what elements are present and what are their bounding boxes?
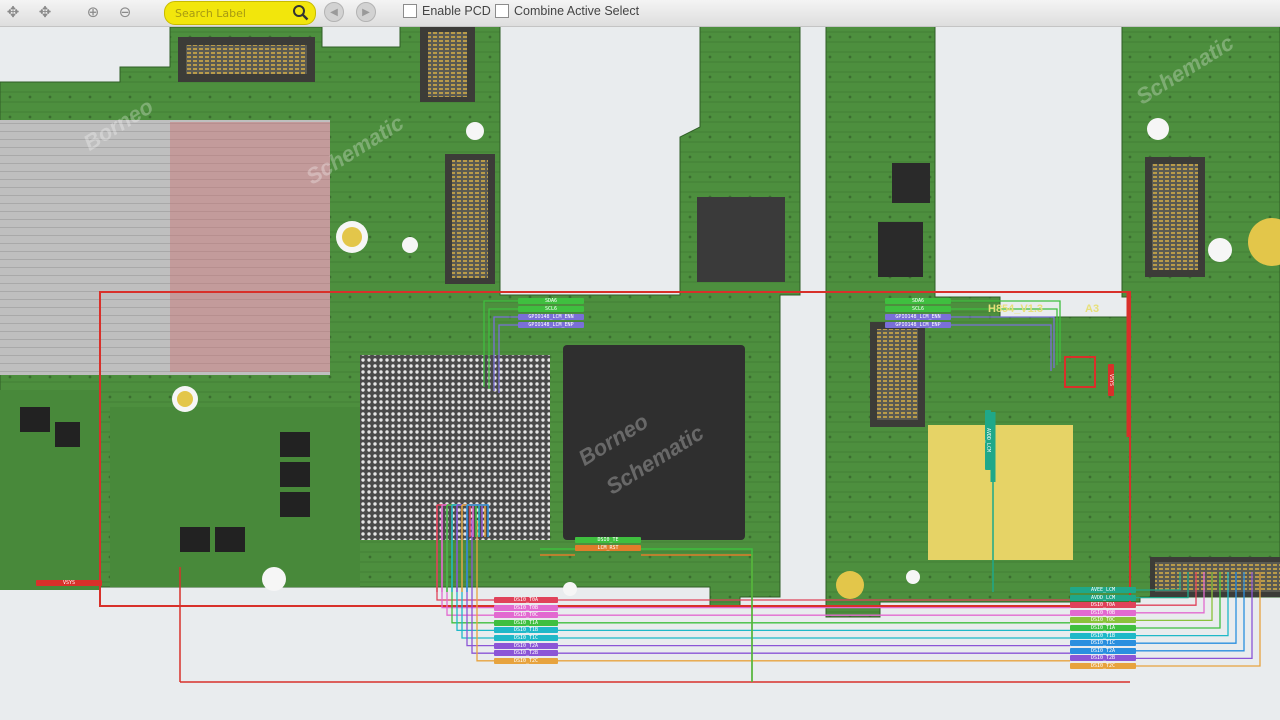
net-tag[interactable]: DSI0_T2C bbox=[494, 657, 558, 664]
net-route bbox=[1136, 572, 1181, 591]
chevron-left-icon: ◀ bbox=[330, 6, 338, 18]
net-tag-vsys[interactable]: VSYS bbox=[1108, 364, 1114, 396]
pcb-viewer-canvas[interactable]: H854_V1.3 A3 Borneo Schematic Borneo Sch… bbox=[0, 27, 1280, 720]
zoom-in-icon[interactable]: ⊕ bbox=[86, 3, 100, 21]
net-tag[interactable]: GPIO148_LCM_ENN bbox=[518, 314, 584, 320]
net-route bbox=[951, 308, 1058, 365]
net-route bbox=[1136, 572, 1229, 637]
chevron-right-icon: ▶ bbox=[362, 6, 370, 18]
sim-tray-shield bbox=[0, 120, 330, 375]
net-route bbox=[951, 300, 1061, 362]
enable-pcd-checkbox[interactable]: Enable PCD bbox=[403, 4, 491, 18]
search-label-field[interactable] bbox=[164, 1, 316, 25]
net-route bbox=[1136, 572, 1253, 660]
pcb-board-view[interactable] bbox=[0, 27, 1280, 720]
combine-active-select-label: Combine Active Select bbox=[514, 4, 640, 18]
net-tag[interactable]: DSI0_T1B bbox=[1070, 632, 1136, 639]
net-tag[interactable]: DSI0_T2A bbox=[1070, 647, 1136, 654]
net-route bbox=[951, 316, 1055, 368]
net-route bbox=[540, 548, 753, 682]
net-route bbox=[1136, 572, 1197, 606]
net-tag[interactable]: DSI0_T1C bbox=[1070, 640, 1136, 647]
pan-icon[interactable]: ✥ bbox=[6, 3, 20, 21]
net-tag[interactable]: DSI0_T2C bbox=[1070, 663, 1136, 669]
net-route bbox=[1136, 572, 1261, 667]
net-tag[interactable]: DSI0_TE bbox=[575, 537, 641, 543]
net-highlight-box bbox=[99, 291, 1131, 607]
net-route bbox=[1136, 572, 1213, 622]
net-tag-avdd[interactable]: AVDD_LCM bbox=[985, 410, 991, 470]
net-tag[interactable]: DSI0_T0A bbox=[494, 597, 558, 603]
net-tag[interactable]: GPIO148_LCM_ENP bbox=[885, 322, 951, 328]
net-route bbox=[1136, 572, 1189, 599]
net-route bbox=[1136, 572, 1237, 644]
net-tag[interactable]: DSI0_T2B bbox=[494, 650, 558, 657]
checkbox-box[interactable] bbox=[495, 4, 509, 18]
net-tag[interactable]: SDA6 bbox=[885, 298, 951, 304]
enable-pcd-label: Enable PCD bbox=[422, 4, 491, 18]
net-tag[interactable]: DSI0_T2B bbox=[1070, 655, 1136, 662]
search-input[interactable] bbox=[173, 4, 295, 23]
net-tag[interactable]: DSI0_T2A bbox=[494, 642, 558, 649]
board-area-label: A3 bbox=[1085, 303, 1100, 315]
net-tag[interactable]: LCM_RST bbox=[575, 545, 641, 551]
net-tag[interactable]: AVDD_LCM bbox=[1070, 594, 1136, 601]
net-route-lines bbox=[436, 300, 1261, 682]
soc-bga-footprint bbox=[360, 355, 550, 540]
net-route bbox=[1136, 572, 1245, 652]
net-tag[interactable]: SCL6 bbox=[518, 306, 584, 312]
net-route bbox=[483, 300, 518, 387]
next-result-button[interactable]: ▶ bbox=[356, 2, 376, 22]
board-revision-label: H854_V1.3 bbox=[988, 303, 1044, 315]
net-tag[interactable]: GPIO148_LCM_ENN bbox=[885, 314, 951, 320]
net-route bbox=[498, 324, 518, 393]
net-tag[interactable]: DSI0_T0C bbox=[1070, 617, 1136, 624]
net-tag[interactable]: DSI0_T0B bbox=[1070, 609, 1136, 616]
net-route bbox=[1136, 572, 1221, 629]
toolbar: ✥ ✥ ⊕ ⊖ ◀ ▶ Enable PCD Combine Active Se… bbox=[0, 0, 1280, 27]
net-tag[interactable]: DSI0_T1A bbox=[1070, 625, 1136, 631]
net-tag[interactable]: SDA6 bbox=[518, 298, 584, 304]
memory-chip bbox=[563, 345, 745, 540]
net-tag[interactable]: DSI0_T0C bbox=[494, 612, 558, 619]
left-board bbox=[0, 27, 801, 608]
net-tag[interactable]: DSI0_T0A bbox=[1070, 602, 1136, 609]
net-tag[interactable]: SCL6 bbox=[885, 306, 951, 312]
net-route bbox=[488, 308, 518, 389]
search-icon[interactable] bbox=[292, 4, 309, 21]
net-tag[interactable]: DSI0_T1C bbox=[494, 635, 558, 641]
right-board bbox=[825, 27, 1280, 618]
net-tag-vsys[interactable]: VSYS bbox=[36, 580, 102, 586]
previous-result-button[interactable]: ◀ bbox=[324, 2, 344, 22]
net-tag[interactable]: DSI0_T1B bbox=[494, 627, 558, 634]
net-route bbox=[476, 521, 1070, 662]
combine-active-select-checkbox[interactable]: Combine Active Select bbox=[495, 4, 639, 18]
checkbox-box[interactable] bbox=[403, 4, 417, 18]
net-tag[interactable]: AVEE_LCM bbox=[1070, 587, 1136, 593]
net-route bbox=[471, 519, 1070, 654]
net-route bbox=[493, 316, 518, 391]
net-tag[interactable]: DSI0_T1A bbox=[494, 619, 558, 626]
move-icon[interactable]: ✥ bbox=[38, 3, 52, 21]
net-tag[interactable]: GPIO148_LCM_ENP bbox=[518, 322, 584, 328]
zoom-out-icon[interactable]: ⊖ bbox=[118, 3, 132, 21]
net-route bbox=[951, 324, 1052, 371]
net-tag[interactable]: DSI0_T0B bbox=[494, 604, 558, 611]
bundle-line bbox=[466, 504, 489, 592]
net-route bbox=[1136, 572, 1205, 614]
